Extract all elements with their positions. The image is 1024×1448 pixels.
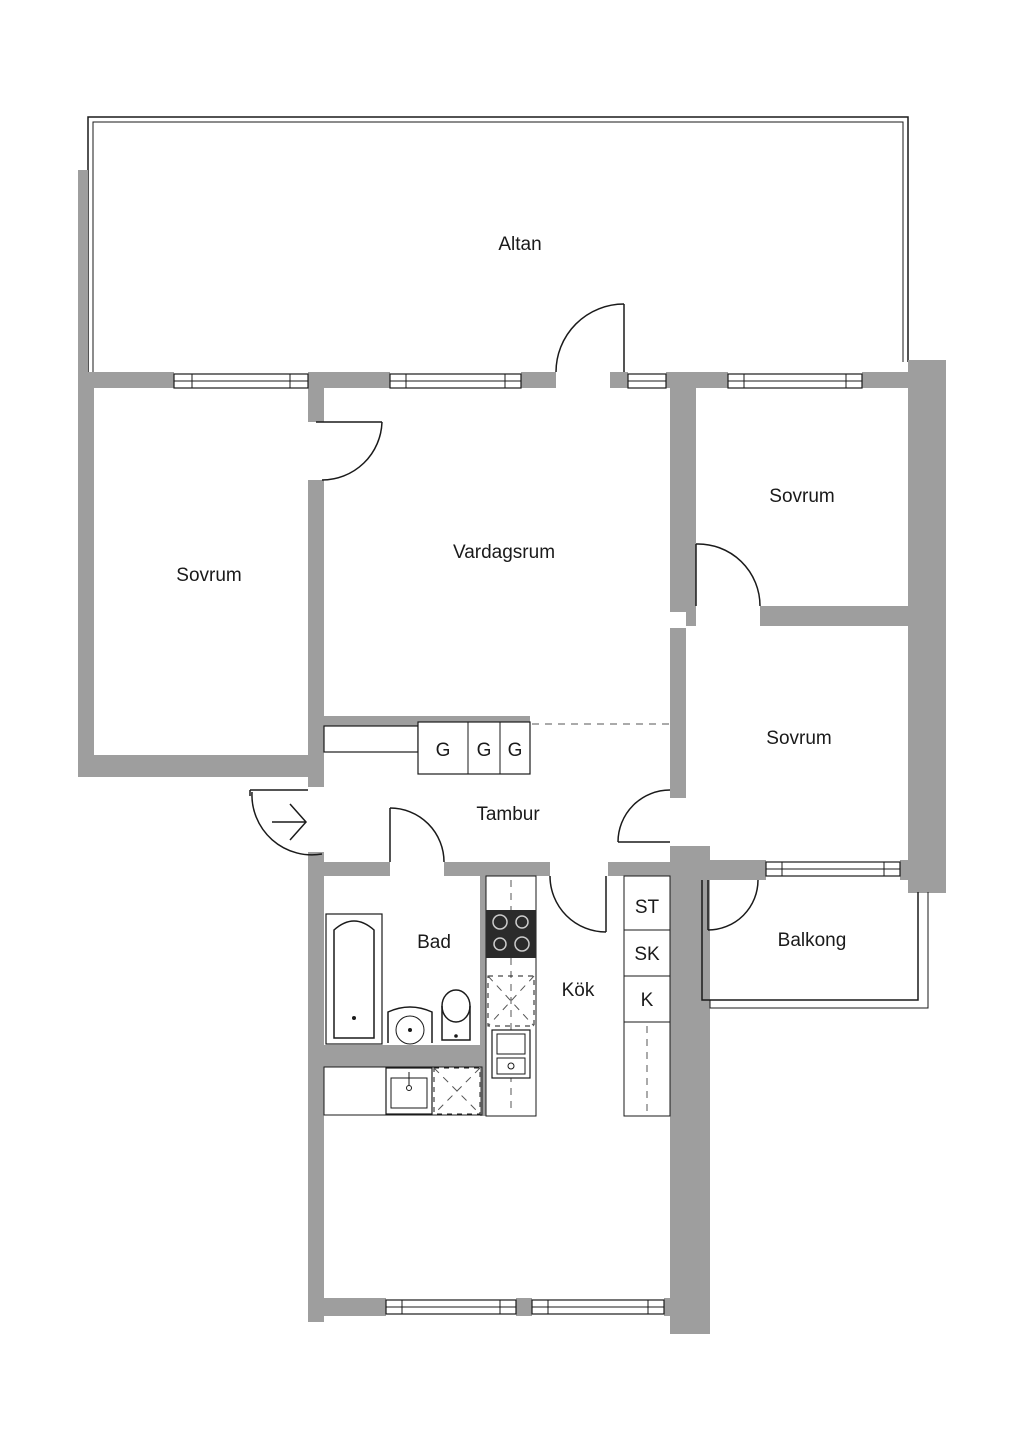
windows <box>173 373 901 1315</box>
room-label-sovrum-top-right: Sovrum <box>769 486 834 507</box>
room-label-sovrum-left: Sovrum <box>176 565 241 586</box>
door <box>695 543 761 607</box>
room-label-sovrum-mid-right: Sovrum <box>766 728 831 749</box>
bathtub <box>325 913 383 1045</box>
stove <box>486 910 536 958</box>
window <box>765 861 901 877</box>
balkong-outline <box>701 880 929 1009</box>
door <box>549 875 607 933</box>
doors <box>249 303 761 933</box>
kitchen-cabinets: ST SK K <box>623 875 671 1117</box>
wardrobe-block: G G G <box>323 721 531 775</box>
toilet <box>441 989 471 1041</box>
room-labels: Altan Sovrum Vardagsrum Sovrum Sovrum Ta… <box>176 234 846 1001</box>
entrance-door <box>249 789 323 856</box>
room-label-altan: Altan <box>498 234 541 255</box>
cabinet-label-k: K <box>641 990 654 1011</box>
dishwasher <box>487 975 535 1027</box>
room-label-kok: Kök <box>562 980 595 1001</box>
kitchen-counter-left <box>485 875 537 1117</box>
window <box>173 373 309 389</box>
window <box>385 1299 517 1315</box>
room-label-bad: Bad <box>417 932 451 953</box>
wardrobe-label: G <box>477 740 492 761</box>
door <box>389 807 445 863</box>
door <box>617 789 671 843</box>
wardrobe-label: G <box>508 740 523 761</box>
room-label-balkong: Balkong <box>778 930 847 951</box>
cabinet-label-st: ST <box>635 897 660 918</box>
room-label-vardagsrum: Vardagsrum <box>453 542 555 563</box>
room-label-tambur: Tambur <box>476 804 540 825</box>
door <box>316 421 383 481</box>
washbasin <box>387 1006 433 1045</box>
wardrobe-label: G <box>436 740 451 761</box>
altan-outline <box>78 116 909 375</box>
window <box>389 373 522 389</box>
window <box>727 373 863 389</box>
kitchen-sink <box>491 1029 531 1079</box>
window <box>627 373 667 389</box>
window <box>531 1299 665 1315</box>
cabinet-label-sk: SK <box>634 944 660 965</box>
walls <box>78 360 946 1334</box>
laundry-counter <box>323 1066 483 1116</box>
door <box>555 303 625 373</box>
door <box>707 879 759 931</box>
